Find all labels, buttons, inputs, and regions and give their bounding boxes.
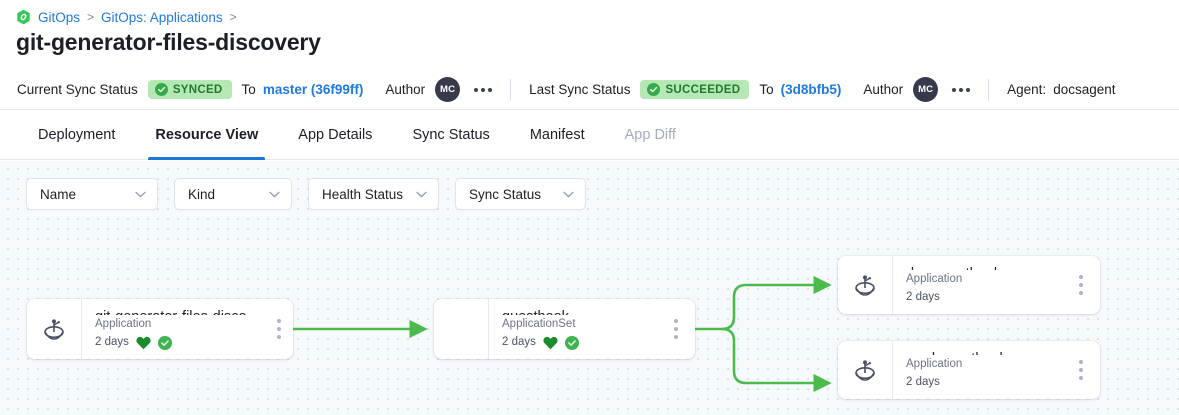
argo-application-icon: [27, 299, 82, 359]
filter-sync-status-label: Sync Status: [469, 186, 542, 202]
argo-application-icon: [838, 341, 893, 399]
current-sync-more-menu[interactable]: [472, 84, 494, 96]
node-meta: 2 days: [502, 334, 653, 351]
chevron-down-icon: [135, 191, 146, 197]
filter-bar: Name Kind Health Status Sync Status: [26, 178, 586, 210]
node-more-menu[interactable]: [1070, 360, 1092, 380]
current-sync-status-badge-text: SYNCED: [172, 83, 223, 96]
last-author-label: Author: [863, 82, 904, 97]
filter-name-dropdown[interactable]: Name: [26, 178, 158, 210]
filter-health-status-dropdown[interactable]: Health Status: [308, 178, 439, 210]
applicationset-icon-placeholder: [434, 299, 489, 359]
breadcrumb-separator-1: >: [229, 10, 237, 24]
last-author-avatar[interactable]: MC: [913, 77, 939, 102]
node-body: guestbook ApplicationSet 2 days: [489, 299, 665, 359]
healthy-heart-icon: [543, 336, 558, 349]
graph-node-dev-guestbook[interactable]: dev-guestbook Application 2 days: [838, 256, 1100, 314]
last-sync-more-menu[interactable]: [950, 84, 972, 96]
current-sync-status-badge: SYNCED: [147, 80, 232, 99]
synced-check-icon: [564, 335, 579, 350]
tab-app-diff: App Diff: [624, 126, 676, 143]
node-kind: Application: [95, 318, 152, 330]
last-sync-status-badge-text: SUCCEEDED: [665, 83, 741, 96]
chevron-down-icon: [563, 191, 574, 197]
resource-graph-canvas[interactable]: Name Kind Health Status Sync Status: [0, 161, 1179, 415]
graph-node-git-generator-files-discovery[interactable]: git-generator-files-disco… Application 2…: [27, 299, 293, 359]
tab-bar: Deployment Resource View App Details Syn…: [0, 110, 1179, 160]
node-name: dev-guestbook: [906, 265, 1058, 270]
filter-sync-status-dropdown[interactable]: Sync Status: [455, 178, 586, 210]
tab-sync-status[interactable]: Sync Status: [412, 126, 490, 143]
node-age: 2 days: [502, 336, 536, 348]
graph-node-prod-guestbook[interactable]: prod-guestbook Application 2 days: [838, 341, 1100, 399]
chevron-down-icon: [269, 191, 280, 197]
node-name: prod-guestbook: [906, 350, 1058, 355]
node-name: git-generator-files-disco…: [95, 308, 261, 315]
status-bar: Current Sync Status SYNCED To master (36…: [0, 70, 1179, 110]
statusbar-divider-2: [988, 78, 990, 101]
node-meta: 2 days: [95, 334, 261, 351]
current-to-label: To: [241, 82, 256, 97]
healthy-heart-icon: [136, 336, 151, 349]
node-age: 2 days: [95, 336, 129, 348]
last-revision-link[interactable]: (3d8bfb5): [780, 82, 842, 97]
filter-health-status-label: Health Status: [322, 186, 404, 202]
tab-resource-view[interactable]: Resource View: [135, 110, 278, 160]
last-sync-status-label: Last Sync Status: [529, 82, 631, 97]
node-body: git-generator-files-disco… Application 2…: [82, 299, 273, 359]
synced-check-icon: [157, 335, 172, 350]
node-age: 2 days: [906, 376, 940, 388]
check-circle-icon: [154, 83, 168, 96]
node-kind: ApplicationSet: [502, 318, 576, 330]
page-title: git-generator-files-discovery: [16, 29, 321, 55]
check-circle-icon: [647, 83, 661, 96]
breadcrumb-separator-0: >: [87, 10, 95, 24]
tab-deployment[interactable]: Deployment: [38, 126, 116, 143]
chevron-down-icon: [416, 191, 427, 197]
node-kind: Application: [906, 358, 963, 370]
breadcrumb-item-1[interactable]: GitOps: Applications: [101, 9, 223, 25]
node-age: 2 days: [906, 291, 940, 303]
breadcrumb-item-0[interactable]: GitOps: [38, 9, 81, 25]
node-meta: 2 days: [906, 289, 1058, 306]
current-sync-status-label: Current Sync Status: [17, 82, 138, 97]
filter-kind-label: Kind: [188, 186, 216, 202]
node-more-menu[interactable]: [665, 319, 687, 339]
node-kind: Application: [906, 273, 963, 285]
agent-label: Agent:: [1007, 82, 1047, 97]
node-meta: 2 days: [906, 374, 1058, 391]
graph-node-guestbook[interactable]: guestbook ApplicationSet 2 days: [434, 299, 695, 359]
tab-manifest[interactable]: Manifest: [529, 126, 585, 143]
last-to-label: To: [759, 82, 774, 97]
statusbar-divider-1: [510, 78, 512, 101]
node-more-menu[interactable]: [273, 319, 285, 339]
agent-value: docsagent: [1053, 82, 1116, 97]
tab-app-details[interactable]: App Details: [298, 126, 373, 143]
node-body: prod-guestbook Application 2 days: [893, 341, 1070, 399]
breadcrumb: GitOps > GitOps: Applications >: [16, 9, 237, 25]
edge-set-to-prod: [721, 327, 832, 393]
current-author-label: Author: [385, 82, 426, 97]
current-revision-link[interactable]: master (36f99ff): [262, 82, 364, 97]
node-name: guestbook: [502, 308, 653, 315]
edge-set-to-dev: [721, 275, 832, 331]
filter-kind-dropdown[interactable]: Kind: [174, 178, 292, 210]
graph-edges: [293, 275, 832, 393]
gitops-hex-icon: [16, 9, 31, 25]
filter-name-label: Name: [40, 186, 77, 202]
argo-application-icon: [838, 256, 893, 314]
current-author-avatar[interactable]: MC: [435, 77, 461, 102]
last-sync-status-badge: SUCCEEDED: [640, 80, 750, 99]
node-more-menu[interactable]: [1070, 275, 1092, 295]
node-body: dev-guestbook Application 2 days: [893, 256, 1070, 314]
